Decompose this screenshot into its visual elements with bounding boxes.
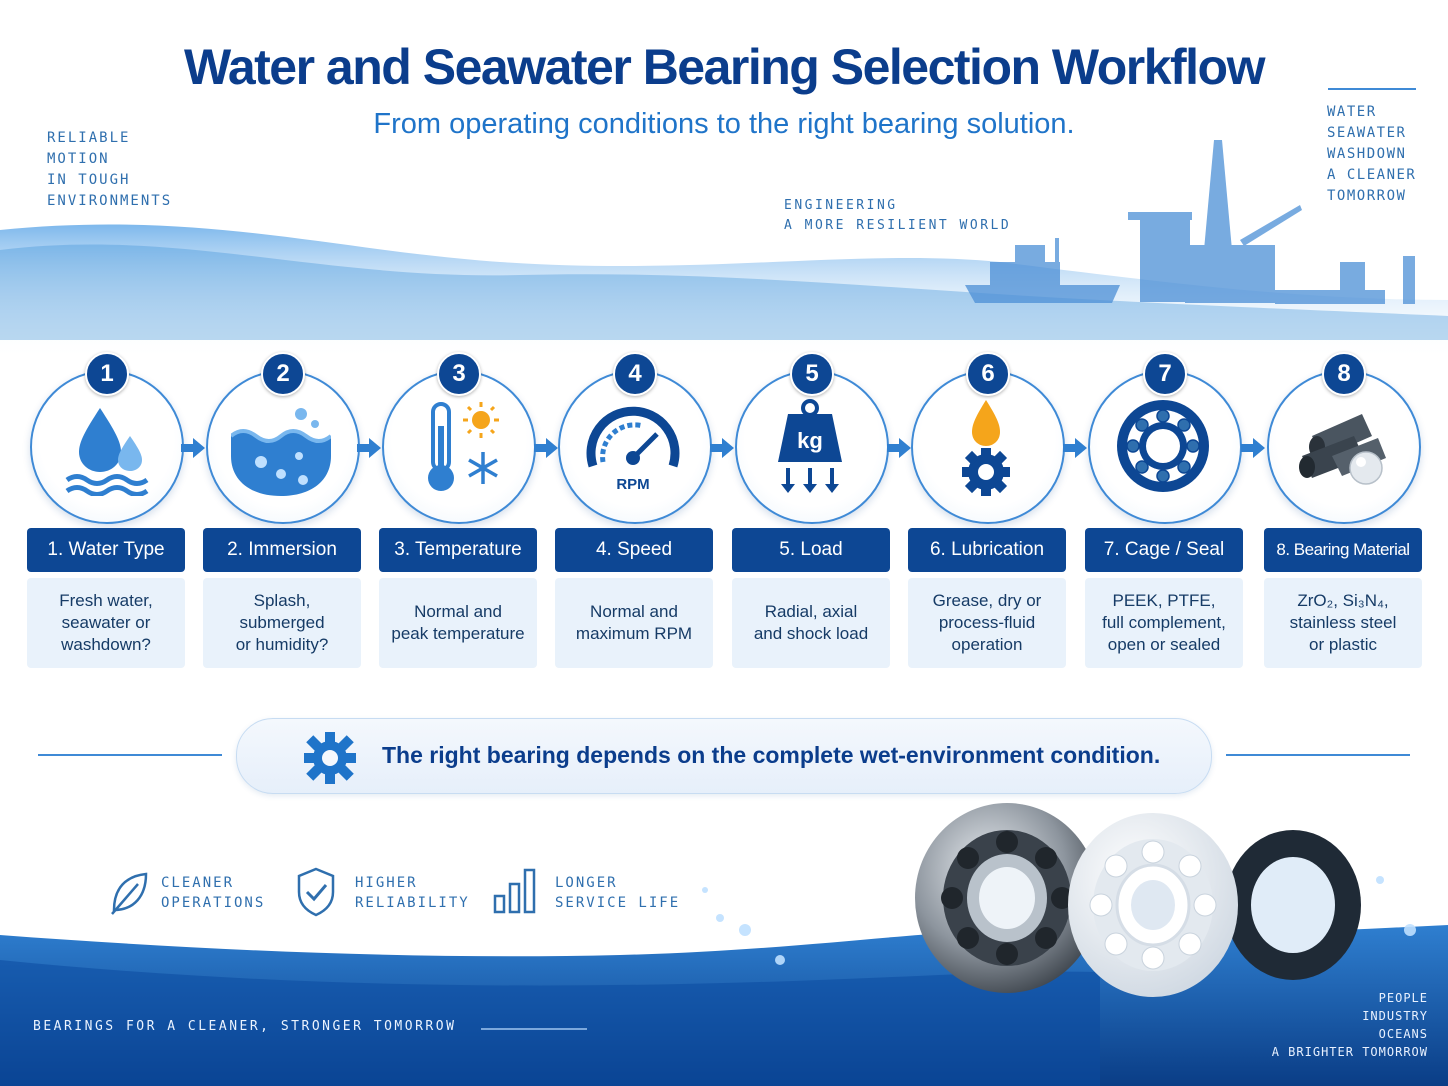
tagline-left: RELIABLE MOTION IN TOUGH ENVIRONMENTS bbox=[47, 128, 172, 212]
step-description: PEEK, PTFE, full complement, open or sea… bbox=[1085, 578, 1243, 668]
step-label: 1. Water Type bbox=[27, 528, 185, 572]
leaf-icon bbox=[111, 872, 148, 915]
step-description-text: ZrO₂, Si₃N₄, stainless steel or plastic bbox=[1289, 591, 1397, 654]
step-label: 7. Cage / Seal bbox=[1085, 528, 1243, 572]
footer-right-line: INDUSTRY bbox=[1362, 1009, 1428, 1023]
footer-right-line: OCEANS bbox=[1378, 1027, 1428, 1041]
step-label: 6. Lubrication bbox=[908, 528, 1066, 572]
step-description-text: Radial, axial and shock load bbox=[753, 602, 869, 643]
tagline-left-line: RELIABLE bbox=[47, 130, 131, 146]
step-description-text: Normal and maximum RPM bbox=[575, 602, 693, 643]
tagline-right: WATER SEAWATER WASHDOWN A CLEANER TOMORR… bbox=[1327, 102, 1416, 207]
step-description: ZrO₂, Si₃N₄, stainless steel or plastic bbox=[1264, 578, 1422, 668]
benefit-line: HIGHER bbox=[355, 875, 418, 891]
footer-right-tagline: PEOPLE INDUSTRY OCEANS A BRIGHTER TOMORR… bbox=[1272, 989, 1428, 1061]
speedometer-icon: RPM bbox=[586, 406, 680, 493]
step-label: 5. Load bbox=[732, 528, 890, 572]
step-description: Fresh water, seawater or washdown? bbox=[27, 578, 185, 668]
step-description: Normal and peak temperature bbox=[379, 578, 537, 668]
tagline-left-line: IN TOUGH bbox=[47, 172, 131, 188]
tagline-right-line: TOMORROW bbox=[1327, 188, 1407, 204]
water-drops-icon bbox=[65, 408, 149, 496]
thermometer-icon bbox=[428, 402, 499, 491]
water-immersion-icon bbox=[231, 408, 331, 496]
step-number: 7 bbox=[1143, 352, 1187, 396]
step-arrow-icon bbox=[1241, 438, 1265, 458]
weight-unit: kg bbox=[797, 428, 823, 453]
step-arrow-icon bbox=[710, 438, 734, 458]
step-number: 2 bbox=[261, 352, 305, 396]
step-number: 5 bbox=[790, 352, 834, 396]
step-label: 4. Speed bbox=[555, 528, 713, 572]
tagline-left-line: ENVIRONMENTS bbox=[47, 193, 173, 209]
benefit-line: OPERATIONS bbox=[161, 895, 266, 911]
step-description: Normal and maximum RPM bbox=[555, 578, 713, 668]
benefit-line: SERVICE LIFE bbox=[555, 895, 681, 911]
tagline-right-line: SEAWATER bbox=[1327, 125, 1407, 141]
step-label: 3. Temperature bbox=[379, 528, 537, 572]
benefit-line: CLEANER bbox=[161, 875, 235, 891]
step-label: 2. Immersion bbox=[203, 528, 361, 572]
step-arrow-icon bbox=[357, 438, 381, 458]
step-number: 1 bbox=[85, 352, 129, 396]
step-description-text: Grease, dry or process-fluid operation bbox=[932, 591, 1042, 654]
step-arrow-icon bbox=[887, 438, 911, 458]
page-title: Water and Seawater Bearing Selection Wor… bbox=[183, 39, 1266, 95]
weight-load-icon: kg bbox=[778, 399, 842, 493]
benefit-longer-service-life: LONGER SERVICE LIFE bbox=[555, 873, 680, 913]
tagline-center-line: A MORE RESILIENT WORLD bbox=[784, 218, 1012, 233]
step-arrow-icon bbox=[1063, 438, 1087, 458]
benefit-cleaner-operations: CLEANER OPERATIONS bbox=[161, 873, 265, 913]
tagline-right-line: WATER bbox=[1327, 104, 1377, 120]
benefit-line: LONGER bbox=[555, 875, 618, 891]
oil-gear-icon bbox=[962, 400, 1010, 496]
step-arrow-icon bbox=[181, 438, 205, 458]
step-description: Radial, axial and shock load bbox=[732, 578, 890, 668]
footer-right-line: PEOPLE bbox=[1378, 991, 1428, 1005]
benefit-higher-reliability: HIGHER RELIABILITY bbox=[355, 873, 470, 913]
benefit-line: RELIABILITY bbox=[355, 895, 470, 911]
summary-banner bbox=[236, 718, 1212, 794]
page-subtitle: From operating conditions to the right b… bbox=[373, 108, 1075, 140]
step-description-text: Normal and peak temperature bbox=[391, 602, 525, 643]
step-number: 6 bbox=[966, 352, 1010, 396]
step-description-text: PEEK, PTFE, full complement, open or sea… bbox=[1102, 591, 1226, 654]
step-description: Splash, submerged or humidity? bbox=[203, 578, 361, 668]
step-label: 8. Bearing Material bbox=[1264, 528, 1422, 572]
tagline-center: ENGINEERING A MORE RESILIENT WORLD bbox=[784, 196, 1011, 236]
gear-icon bbox=[304, 732, 356, 784]
summary-banner-text: The right bearing depends on the complet… bbox=[382, 742, 1161, 768]
tagline-center-line: ENGINEERING bbox=[784, 198, 898, 213]
speedometer-unit: RPM bbox=[616, 476, 649, 493]
step-number: 4 bbox=[613, 352, 657, 396]
material-rods-icon bbox=[1299, 414, 1386, 485]
tagline-right-line: WASHDOWN bbox=[1327, 146, 1407, 162]
ball-bearing-icon bbox=[1117, 400, 1209, 492]
step-number: 3 bbox=[437, 352, 481, 396]
step-arrow-icon bbox=[534, 438, 558, 458]
step-description-text: Fresh water, seawater or washdown? bbox=[59, 591, 153, 654]
step-description: Grease, dry or process-fluid operation bbox=[908, 578, 1066, 668]
footer-right-line: A BRIGHTER TOMORROW bbox=[1271, 1045, 1428, 1059]
step-number: 8 bbox=[1322, 352, 1366, 396]
shield-check-icon bbox=[297, 867, 335, 917]
step-description-text: Splash, submerged or humidity? bbox=[235, 591, 329, 654]
bar-chart-icon bbox=[493, 868, 536, 914]
footer-slogan: BEARINGS FOR A CLEANER, STRONGER TOMORRO… bbox=[33, 1019, 457, 1034]
tagline-right-line: A CLEANER bbox=[1327, 167, 1417, 183]
tagline-left-line: MOTION bbox=[47, 151, 110, 167]
